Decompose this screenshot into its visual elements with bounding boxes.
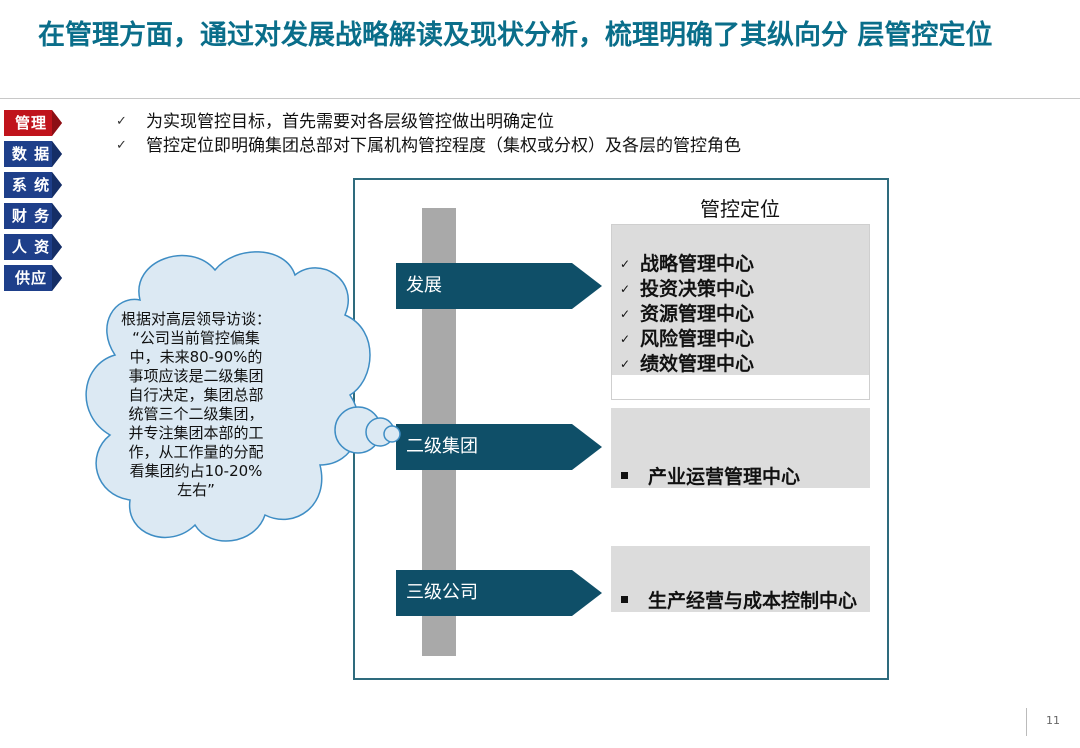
chevron-arrow-shape <box>396 263 602 309</box>
panel-footer <box>612 375 869 399</box>
sidebar-item-management[interactable]: 管理 <box>4 110 62 136</box>
footer-divider <box>1026 708 1027 736</box>
function-text: 风险管理中心 <box>640 328 755 350</box>
list-item: ✓ 绩效管理中心 <box>620 352 754 377</box>
sidebar-item-finance[interactable]: 财 务 <box>4 203 62 229</box>
intro-bullets: ✓ 为实现管控目标，首先需要对各层级管控做出明确定位 ✓ 管控定位即明确集团总部… <box>116 110 741 158</box>
checkmark-icon: ✓ <box>620 282 631 296</box>
bullet-item: ✓ 为实现管控目标，首先需要对各层级管控做出明确定位 <box>116 110 741 134</box>
checkmark-icon: ✓ <box>116 114 127 129</box>
list-item: ✓ 风险管理中心 <box>620 327 754 352</box>
function-text: 战略管理中心 <box>640 253 755 275</box>
level-label: 三级公司 <box>406 582 478 603</box>
level-label: 二级集团 <box>406 436 478 457</box>
bullet-item: ✓ 管控定位即明确集团总部对下属机构管控程度（集权或分权）及各层的管控角色 <box>116 134 741 158</box>
callout-line: 并专注集团本部的工 <box>128 424 264 442</box>
slide-title: 在管理方面，通过对发展战略解读及现状分析，梳理明确了其纵向分 层管控定位 <box>38 20 993 51</box>
list-item: ✓ 战略管理中心 <box>620 252 754 277</box>
column-header: 管控定位 <box>700 197 780 221</box>
callout-line: 统管三个二级集团， <box>128 405 264 423</box>
callout-text: 根据对高层领导访谈： “公司当前管控偏集 中，未来80-90%的 事项应该是二级… <box>108 310 284 500</box>
sidebar-item-label: 人 资 <box>11 238 51 256</box>
level-arrow-tertiary-company: 三级公司 <box>396 570 602 616</box>
level-arrow-secondary-group: 二级集团 <box>396 424 602 470</box>
function-text: 生产经营与成本控制中心 <box>648 590 858 612</box>
square-bullet-icon <box>621 472 628 479</box>
tab-arrow-shape <box>4 265 62 291</box>
function-panel-level1: ✓ 战略管理中心 ✓ 投资决策中心 ✓ 资源管理中心 ✓ 风险管理中心 ✓ 绩效… <box>611 224 870 400</box>
chevron-arrow-shape <box>396 424 602 470</box>
tab-arrow-shape <box>4 203 62 229</box>
sidebar-item-hr[interactable]: 人 资 <box>4 234 62 260</box>
callout-line: 左右” <box>177 481 215 499</box>
callout-line: 中，未来80-90%的 <box>129 348 263 366</box>
checkmark-icon: ✓ <box>620 307 631 321</box>
callout-line: 根据对高层领导访谈： <box>120 310 271 328</box>
list-item: ✓ 资源管理中心 <box>620 302 754 327</box>
function-panel-level3: 生产经营与成本控制中心 <box>611 546 870 612</box>
function-text: 绩效管理中心 <box>640 353 755 375</box>
list-item: 产业运营管理中心 <box>621 462 800 489</box>
sidebar-item-label: 数 据 <box>11 145 51 163</box>
chevron-arrow-shape <box>396 570 602 616</box>
function-text: 产业运营管理中心 <box>648 466 801 488</box>
function-list: ✓ 战略管理中心 ✓ 投资决策中心 ✓ 资源管理中心 ✓ 风险管理中心 ✓ 绩效… <box>620 252 754 377</box>
level-label: 发展 <box>406 275 442 296</box>
sidebar-item-label: 供应链 <box>14 269 47 313</box>
callout-line: 看集团约占10-20% <box>129 462 263 480</box>
function-text: 投资决策中心 <box>640 278 755 300</box>
callout-line: 自行决定，集团总部 <box>128 386 264 404</box>
list-item: 生产经营与成本控制中心 <box>621 586 857 613</box>
square-bullet-icon <box>621 596 628 603</box>
callout-line: 作，从工作量的分配 <box>128 443 264 461</box>
checkmark-icon: ✓ <box>116 138 127 153</box>
list-item: ✓ 投资决策中心 <box>620 277 754 302</box>
title-divider <box>0 98 1080 99</box>
callout-line: “公司当前管控偏集 <box>132 329 260 347</box>
page-number: 11 <box>1046 714 1060 727</box>
function-panel-level2: 产业运营管理中心 <box>611 408 870 488</box>
tab-arrow-shape <box>4 141 62 167</box>
level-arrow-development: 发展 <box>396 263 602 309</box>
callout-line: 事项应该是二级集团 <box>128 367 264 385</box>
function-text: 资源管理中心 <box>640 303 755 325</box>
tab-arrow-shape <box>4 234 62 260</box>
checkmark-icon: ✓ <box>620 357 631 371</box>
bullet-text: 管控定位即明确集团总部对下属机构管控程度（集权或分权）及各层的管控角色 <box>146 136 741 156</box>
sidebar-item-system[interactable]: 系 统 <box>4 172 62 198</box>
sidebar-item-label: 财 务 <box>11 207 51 225</box>
tab-arrow-shape <box>4 110 62 136</box>
thought-cloud-icon <box>85 251 401 542</box>
bullet-text: 为实现管控目标，首先需要对各层级管控做出明确定位 <box>146 112 554 132</box>
sidebar-item-label: 系 统 <box>11 176 51 194</box>
panel-fill <box>612 225 869 375</box>
sidebar-item-supply-chain[interactable]: 供应链 <box>4 265 62 313</box>
checkmark-icon: ✓ <box>620 257 631 271</box>
sidebar-item-data[interactable]: 数 据 <box>4 141 62 167</box>
checkmark-icon: ✓ <box>620 332 631 346</box>
sidebar-item-label: 管理 <box>14 114 47 132</box>
tab-arrow-shape <box>4 172 62 198</box>
